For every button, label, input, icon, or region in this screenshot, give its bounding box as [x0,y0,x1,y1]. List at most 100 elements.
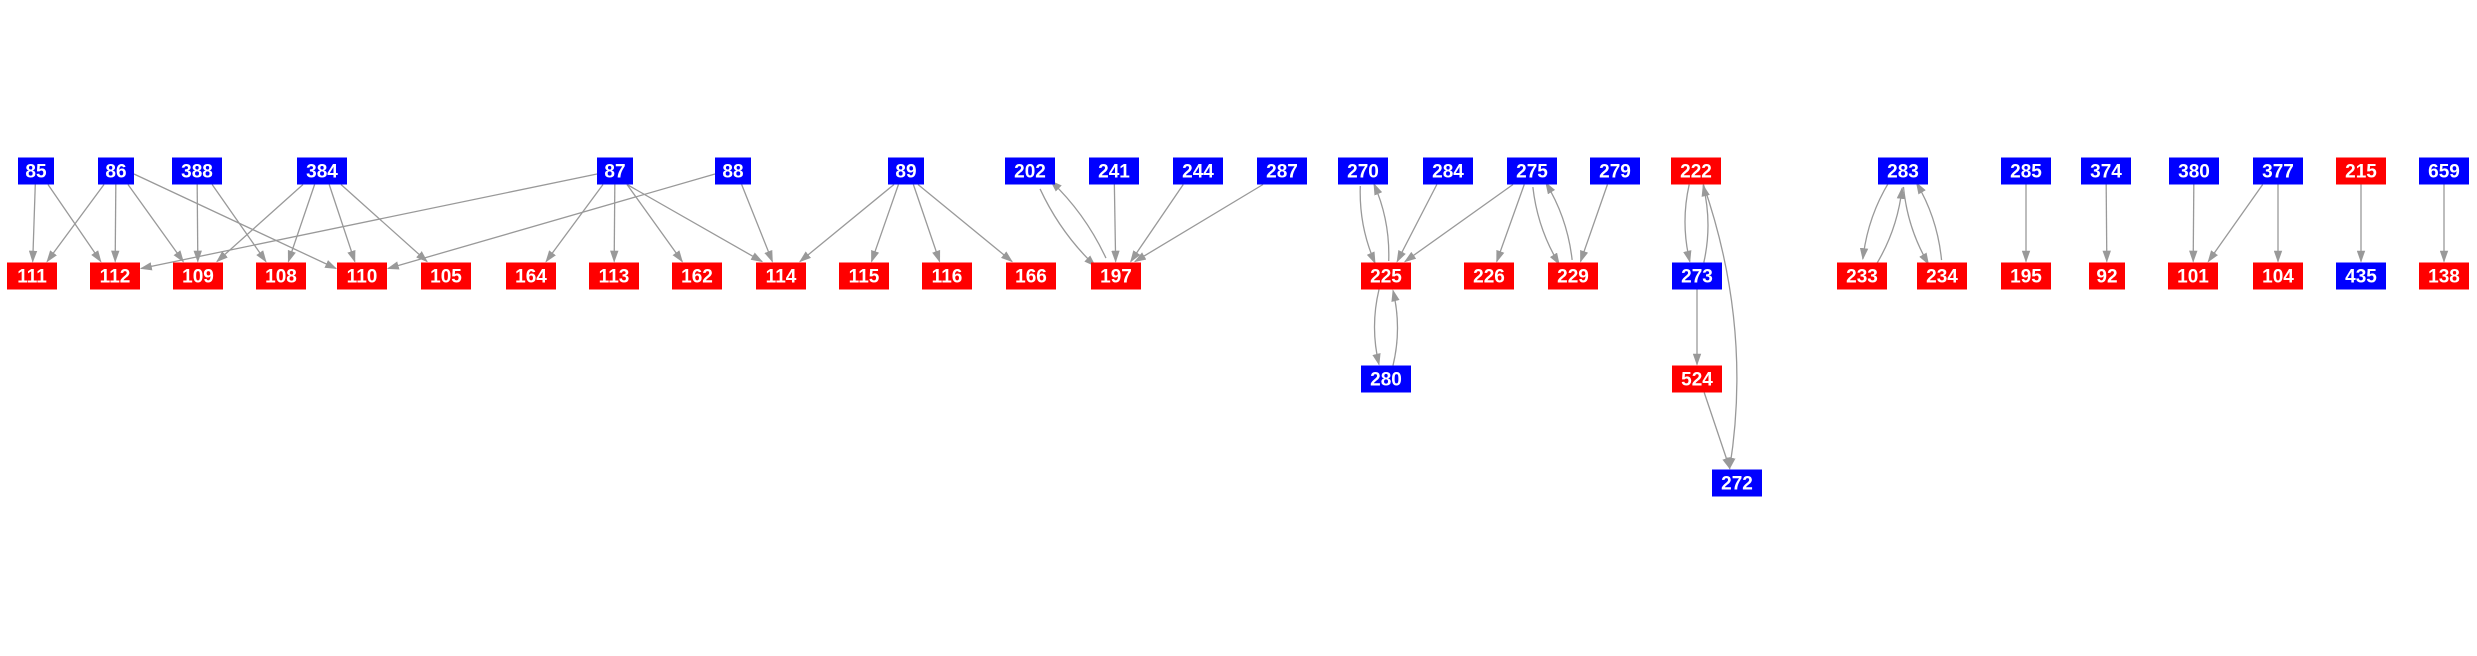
node-270[interactable]: 270 [1338,157,1388,185]
edge-222-272 [1702,184,1738,470]
node-244[interactable]: 244 [1173,157,1223,185]
edge-88-114 [741,184,773,263]
edge-89-116 [912,184,941,263]
node-222[interactable]: 222 [1671,157,1721,185]
edge-275-226 [1496,184,1525,263]
edge-241-197 [1111,184,1120,263]
node-87[interactable]: 87 [597,157,633,185]
edge-86-111 [46,184,105,263]
node-113[interactable]: 113 [589,262,639,290]
edge-283-234 [1902,186,1930,265]
edge-377-101 [2207,184,2264,263]
edge-85-112 [47,184,102,263]
node-374[interactable]: 374 [2081,157,2131,185]
edge-287-197 [1133,183,1264,263]
edge-273-222 [1701,184,1710,263]
node-280[interactable]: 280 [1361,365,1411,393]
node-279[interactable]: 279 [1590,157,1640,185]
node-287[interactable]: 287 [1257,157,1307,185]
edge-197-202 [1050,180,1107,259]
node-195[interactable]: 195 [2001,262,2051,290]
node-229[interactable]: 229 [1548,262,1598,290]
node-110[interactable]: 110 [337,262,387,290]
node-88[interactable]: 88 [715,157,751,185]
node-234[interactable]: 234 [1917,262,1967,290]
edge-89-114 [799,183,895,263]
node-86[interactable]: 86 [98,157,134,185]
edge-86-109 [127,184,184,263]
node-241[interactable]: 241 [1089,157,1139,185]
edge-225-270 [1373,182,1390,262]
node-384[interactable]: 384 [297,157,347,185]
node-272[interactable]: 272 [1712,469,1762,497]
node-114[interactable]: 114 [756,262,806,290]
node-283[interactable]: 283 [1878,157,1928,185]
node-377[interactable]: 377 [2253,157,2303,185]
edge-225-280 [1372,289,1381,366]
edge-275-225 [1404,183,1514,263]
edge-284-225 [1396,184,1438,263]
node-197[interactable]: 197 [1091,262,1141,290]
node-284[interactable]: 284 [1423,157,1473,185]
node-111[interactable]: 111 [7,262,57,290]
edge-86-110 [133,173,338,270]
edge-280-225 [1391,289,1400,366]
edge-87-164 [545,184,604,263]
node-380[interactable]: 380 [2169,157,2219,185]
edge-384-108 [287,184,316,263]
edge-87-162 [626,184,683,263]
edge-87-114 [626,183,764,263]
node-105[interactable]: 105 [421,262,471,290]
node-89[interactable]: 89 [888,157,924,185]
node-162[interactable]: 162 [672,262,722,290]
node-524[interactable]: 524 [1672,365,1722,393]
node-435[interactable]: 435 [2336,262,2386,290]
node-233[interactable]: 233 [1837,262,1887,290]
edge-384-105 [340,184,428,263]
edge-229-275 [1545,181,1573,261]
edge-89-115 [870,184,900,263]
edge-233-283 [1875,186,1906,266]
node-164[interactable]: 164 [506,262,556,290]
edge-87-112 [139,173,598,271]
node-108[interactable]: 108 [256,262,306,290]
node-275[interactable]: 275 [1507,157,1557,185]
node-92[interactable]: 92 [2089,262,2125,290]
node-115[interactable]: 115 [839,262,889,290]
edge-384-110 [328,184,356,263]
edge-384-109 [216,184,304,263]
node-116[interactable]: 116 [922,262,972,290]
node-202[interactable]: 202 [1005,157,1055,185]
node-85[interactable]: 85 [18,157,54,185]
node-215[interactable]: 215 [2336,157,2386,185]
node-388[interactable]: 388 [172,157,222,185]
node-285[interactable]: 285 [2001,157,2051,185]
edge-374-92 [2102,184,2111,263]
edge-87-113 [610,184,619,263]
node-166[interactable]: 166 [1006,262,1056,290]
node-109[interactable]: 109 [173,262,223,290]
edge-275-229 [1532,186,1560,266]
node-104[interactable]: 104 [2253,262,2303,290]
edge-244-197 [1130,184,1184,263]
edge-85-111 [28,184,38,263]
edge-380-101 [2189,184,2198,263]
edge-88-110 [386,173,716,270]
node-225[interactable]: 225 [1361,262,1411,290]
edge-222-273 [1683,184,1692,263]
edge-86-112 [111,184,120,263]
edge-270-225 [1359,185,1376,265]
edge-234-283 [1915,182,1943,261]
node-226[interactable]: 226 [1464,262,1514,290]
node-112[interactable]: 112 [90,262,140,290]
node-273[interactable]: 273 [1672,262,1722,290]
edge-279-229 [1579,184,1609,263]
node-138[interactable]: 138 [2419,262,2469,290]
node-659[interactable]: 659 [2419,157,2469,185]
edge-524-272 [1703,392,1731,470]
edge-89-166 [917,183,1013,263]
edge-388-109 [193,184,202,263]
node-101[interactable]: 101 [2168,262,2218,290]
